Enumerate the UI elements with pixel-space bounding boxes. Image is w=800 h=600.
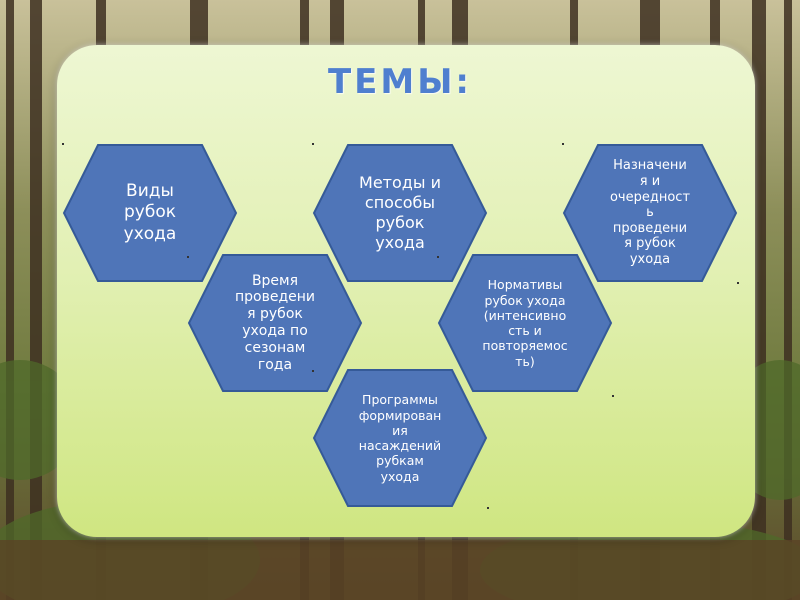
hexagon-text: Методы и способы рубок ухода [359,173,441,252]
hexagon-norms: Нормативы рубок ухода (интенсивно сть и … [437,253,613,393]
placeholder-dot [487,507,489,509]
hexagon-shape [62,144,238,282]
placeholder-dot [437,256,439,258]
hexagon-text: Назначени я и очередност ь проведени я р… [609,158,691,267]
placeholder-dot [312,370,314,372]
slide-title: ТЕМЫ: [327,62,473,102]
placeholder-dot [562,143,564,145]
placeholder-dot [612,395,614,397]
hexagon-shape [562,144,738,282]
hexagon-text: Виды рубок ухода [123,181,177,244]
hexagon-text: Нормативы рубок ухода (интенсивно сть и … [482,277,568,369]
hexagon-methods: Методы и способы рубок ухода [312,143,488,283]
placeholder-dot [737,282,739,284]
hexagon-shape [187,254,363,392]
hexagon-programs: Программы формирован ия насаждений рубка… [312,368,488,508]
placeholder-dot [187,256,189,258]
hexagon-purpose: Назначени я и очередност ь проведени я р… [562,143,738,283]
hexagon-shape [312,369,488,507]
placeholder-dot [312,143,314,145]
hexagon-timing: Время проведени я рубок ухода по сезонам… [187,253,363,393]
hexagon-text: Время проведени я рубок ухода по сезонам… [234,272,315,373]
placeholder-dot [62,143,64,145]
hexagon-shape [437,254,613,392]
hexagon-types: Виды рубок ухода [62,143,238,283]
hexagon-shape [312,144,488,282]
hexagon-text: Программы формирован ия насаждений рубка… [358,392,442,484]
